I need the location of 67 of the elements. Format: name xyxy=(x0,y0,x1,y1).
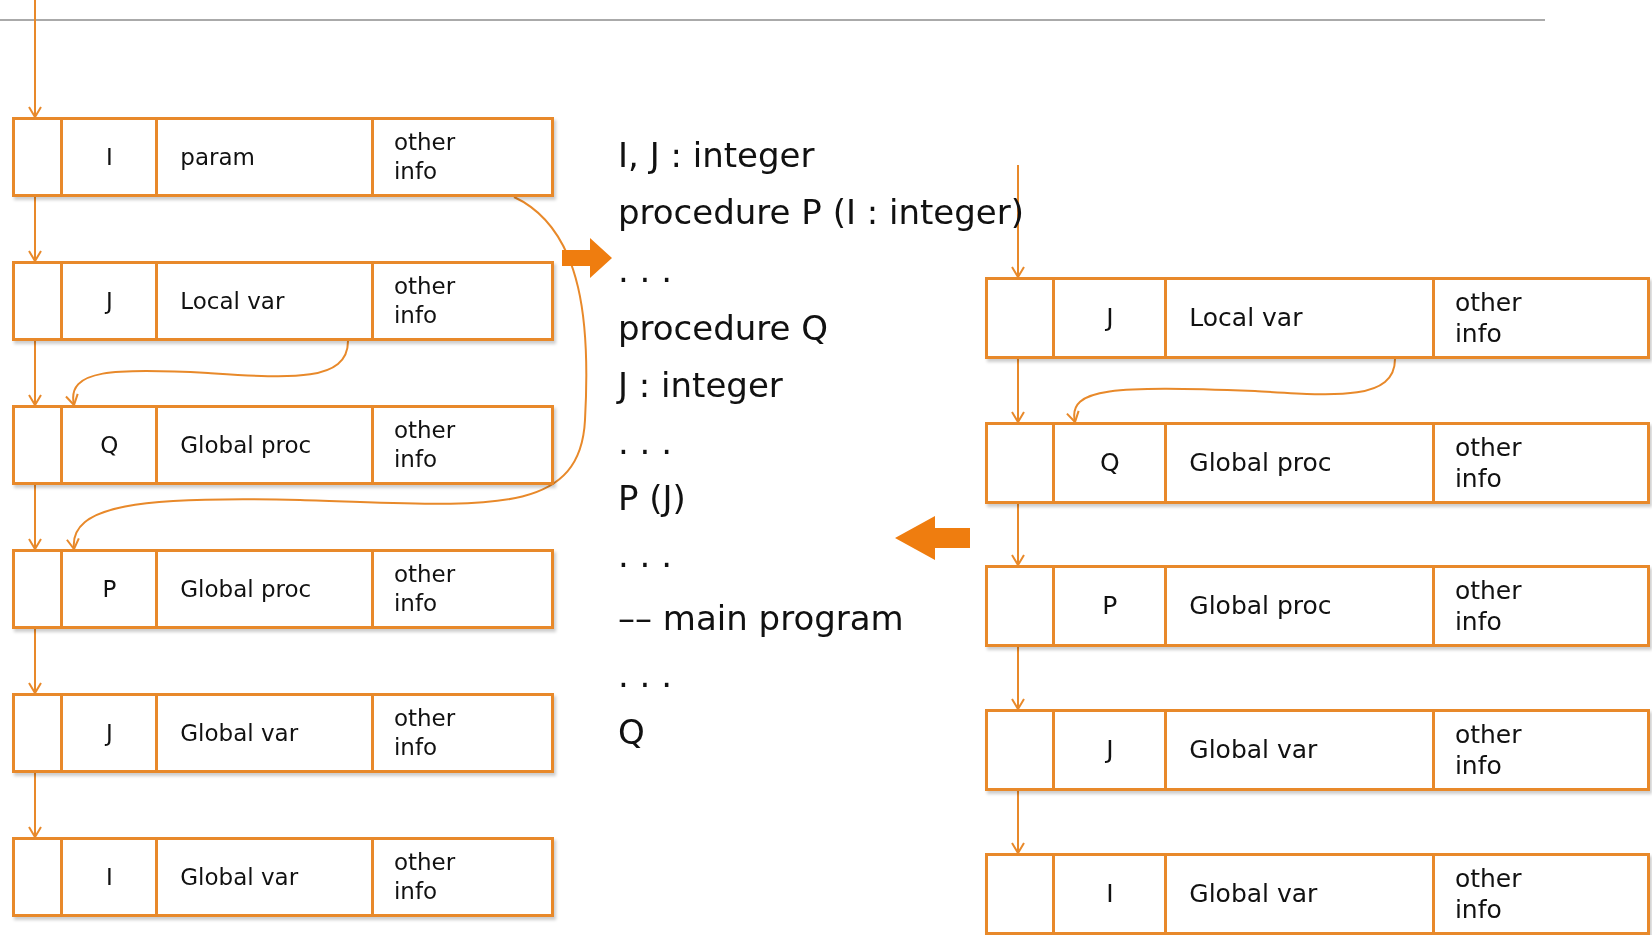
code-line: –– main program xyxy=(618,598,904,638)
symbol-kind: param xyxy=(180,142,255,172)
symbol-name: P xyxy=(102,574,117,604)
record-box xyxy=(12,693,554,773)
symbol-kind: Global var xyxy=(1189,878,1318,910)
symbol-name: I xyxy=(1106,878,1114,910)
info-text: other info xyxy=(393,848,456,906)
info-text: other info xyxy=(393,704,456,762)
code-line: procedure Q xyxy=(618,308,829,348)
code-line: P (J) xyxy=(618,478,686,518)
record-box xyxy=(12,261,554,341)
code-line: . . . xyxy=(618,535,673,575)
symbol-name: Q xyxy=(1099,447,1120,479)
symbol-name: Q xyxy=(100,430,119,460)
info-text: other info xyxy=(393,128,456,186)
info-text: other info xyxy=(393,272,456,330)
arrow xyxy=(1011,358,1025,423)
record-box xyxy=(12,117,554,197)
symbol-kind: Global proc xyxy=(1189,590,1332,622)
symbol-name: J xyxy=(105,718,113,748)
info-text: other info xyxy=(1454,286,1522,350)
arrow xyxy=(28,340,42,406)
info-text: other info xyxy=(393,416,456,474)
code-line: I, J : integer xyxy=(618,135,815,175)
info-text: other info xyxy=(1454,574,1522,638)
arrow xyxy=(28,772,42,838)
symbol-kind: Global proc xyxy=(180,574,312,604)
symbol-kind: Global proc xyxy=(180,430,312,460)
arrow xyxy=(1011,646,1025,710)
symbol-name: I xyxy=(105,862,113,892)
symbol-kind: Local var xyxy=(180,286,285,316)
arrow xyxy=(1067,358,1396,423)
info-text: other info xyxy=(393,560,456,618)
symbol-name: P xyxy=(1102,590,1118,622)
arrow xyxy=(66,340,349,406)
arrow xyxy=(1011,790,1025,854)
record-box xyxy=(12,837,554,917)
record-box xyxy=(12,549,554,629)
symbol-kind: Global var xyxy=(180,862,299,892)
record-box xyxy=(985,277,1650,359)
arrow xyxy=(28,0,42,118)
symbol-kind: Global var xyxy=(1189,734,1318,766)
symbol-kind: Global var xyxy=(180,718,299,748)
symbol-name: J xyxy=(1106,734,1114,766)
record-box xyxy=(985,422,1650,504)
symbol-name: J xyxy=(105,286,113,316)
arrow xyxy=(28,484,42,550)
info-text: other info xyxy=(1454,431,1522,495)
arrow xyxy=(67,196,588,550)
code-line: . . . xyxy=(618,422,673,462)
info-text: other info xyxy=(1454,862,1522,926)
info-text: other info xyxy=(1454,718,1522,782)
symbol-name: J xyxy=(1106,302,1114,334)
symbol-name: I xyxy=(105,142,113,172)
code-line: . . . xyxy=(618,250,673,290)
symbol-kind: Global proc xyxy=(1189,447,1332,479)
record-box xyxy=(12,405,554,485)
record-box xyxy=(985,565,1650,647)
code-line: . . . xyxy=(618,655,673,695)
arrow xyxy=(28,628,42,694)
arrow xyxy=(1011,503,1025,566)
code-line: J : integer xyxy=(618,365,783,405)
code-line: Q xyxy=(618,712,645,752)
arrow xyxy=(28,196,42,262)
symbol-kind: Local var xyxy=(1189,302,1303,334)
record-box xyxy=(985,709,1650,791)
record-box xyxy=(985,853,1650,935)
